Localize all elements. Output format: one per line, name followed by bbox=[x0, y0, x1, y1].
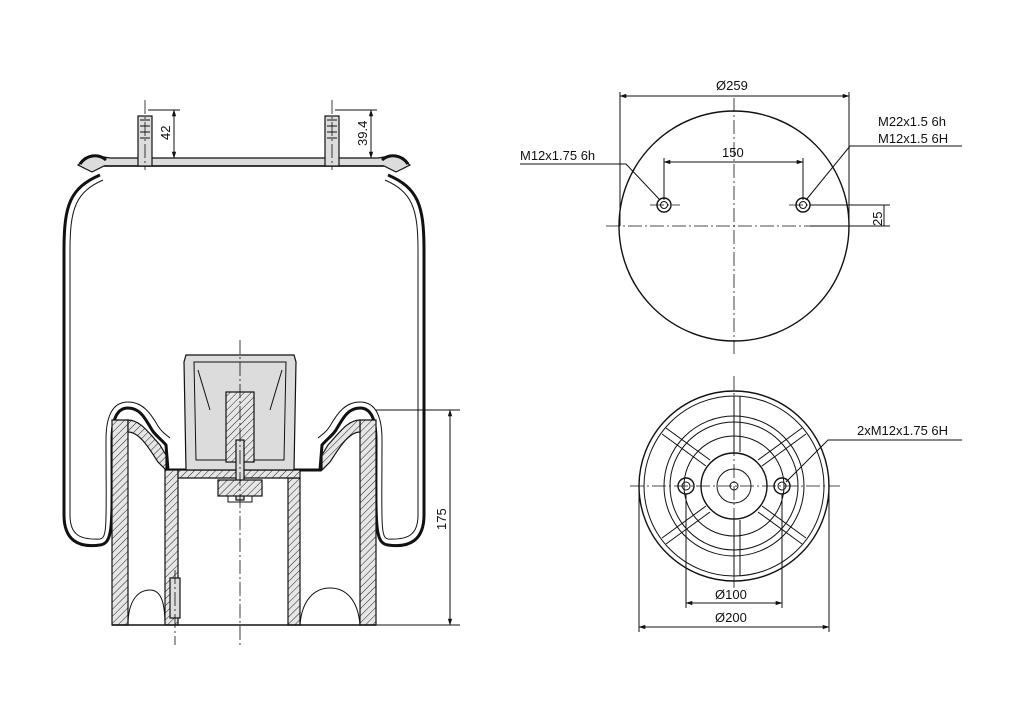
side-view: 42 39.4 175 bbox=[62, 100, 460, 645]
piston-right-wall bbox=[359, 419, 377, 626]
bolt-threads-label: 2xM12x1.75 6H bbox=[857, 423, 948, 438]
left-thread-label: M12x1.75 6h bbox=[520, 148, 595, 163]
dim-stud-right-label: 39.4 bbox=[355, 121, 370, 146]
radial-ribs bbox=[661, 396, 807, 576]
piston-left-wall bbox=[111, 419, 129, 626]
dim-stud-left-label: 42 bbox=[158, 126, 173, 140]
dim-offset-label: 25 bbox=[870, 212, 885, 226]
right-thread-label-1: M22x1.5 6h bbox=[878, 114, 946, 129]
inner-tube-right bbox=[287, 477, 301, 626]
top-view: Ø259 150 25 M12x1.75 6h M22x1.5 6h M12x1… bbox=[520, 78, 962, 356]
dim-inner-diameter-label: Ø100 bbox=[715, 587, 747, 602]
bellows-inner-line bbox=[69, 179, 171, 540]
dim-diameter-label: Ø259 bbox=[716, 78, 748, 93]
bottom-view: 2xM12x1.75 6H Ø100 Ø200 bbox=[630, 376, 962, 632]
right-thread-label-2: M12x1.5 6H bbox=[878, 131, 948, 146]
left-stud-hole bbox=[650, 197, 680, 213]
dim-spacing-label: 150 bbox=[722, 145, 744, 160]
piston-inner-hub bbox=[700, 452, 768, 520]
dim-outer-diameter-label: Ø200 bbox=[715, 610, 747, 625]
dim-height-label: 175 bbox=[434, 508, 449, 530]
